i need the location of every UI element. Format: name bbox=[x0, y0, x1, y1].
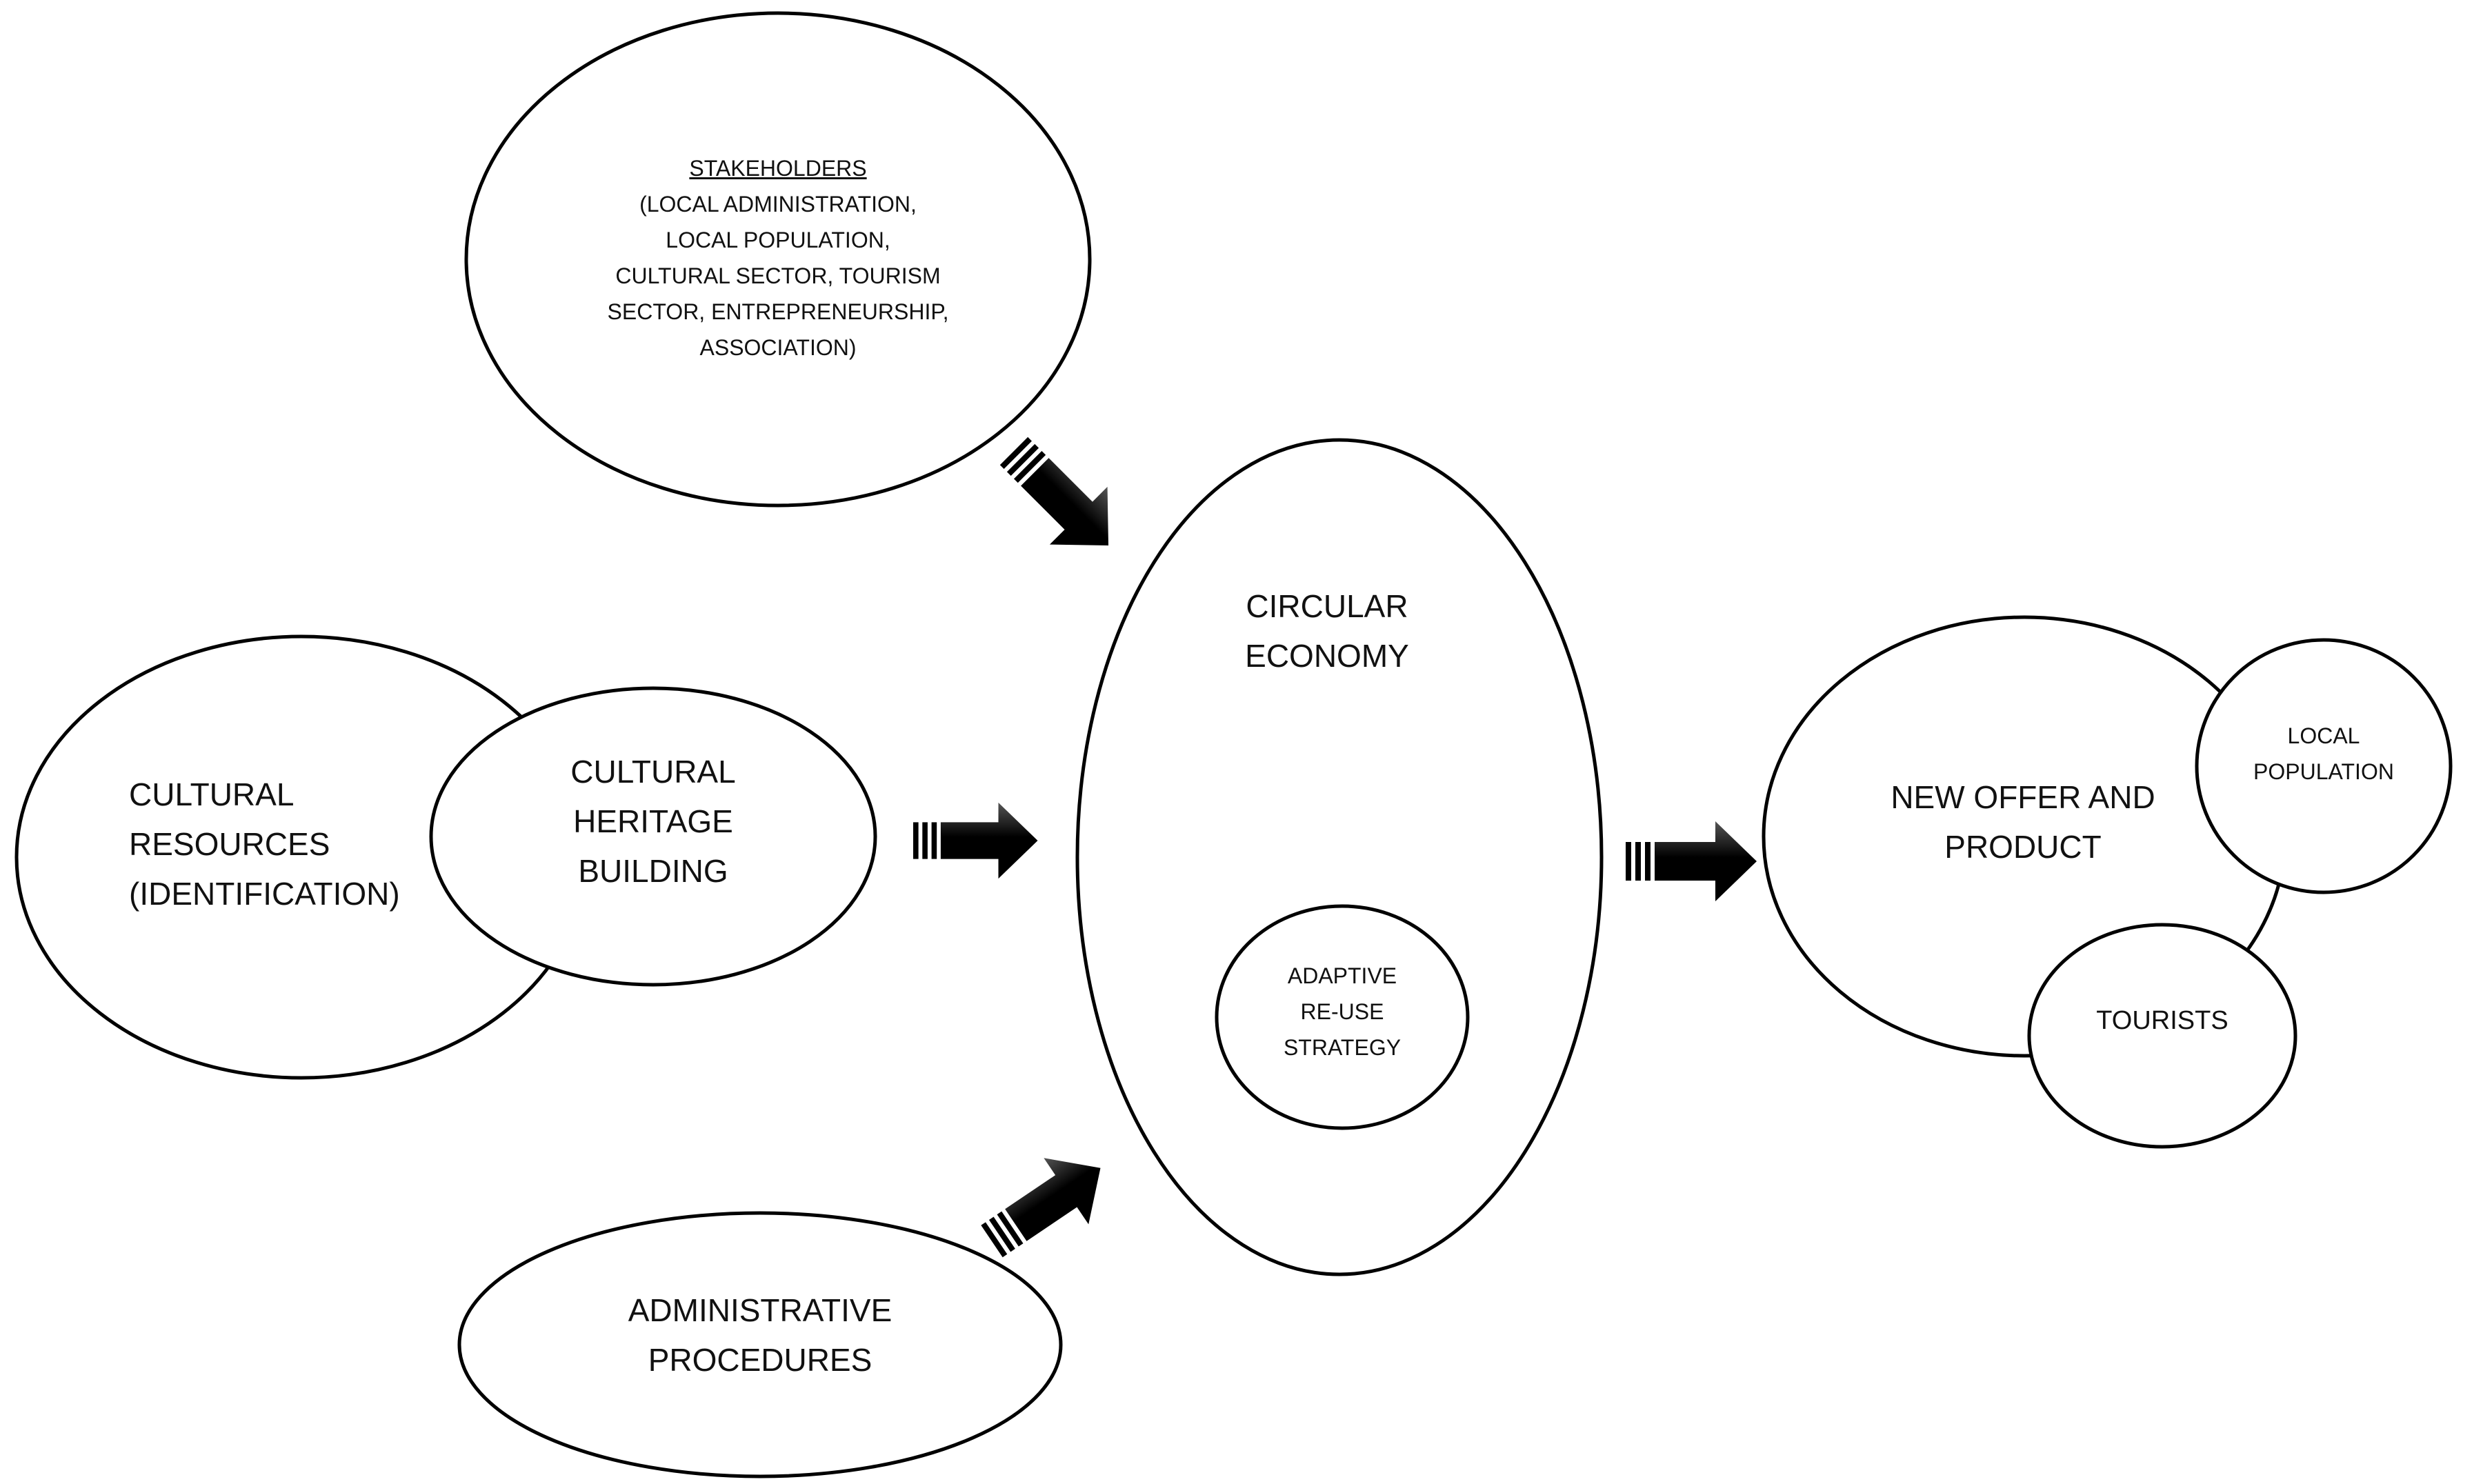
stakeholders-line: LOCAL POPULATION, bbox=[666, 228, 890, 252]
new-offer-line: PRODUCT bbox=[1944, 829, 2102, 865]
stakeholders-line: ASSOCIATION) bbox=[699, 335, 857, 360]
administrative-line: PROCEDURES bbox=[648, 1342, 872, 1378]
adaptive-reuse-line: STRATEGY bbox=[1283, 1035, 1402, 1060]
local-population-ellipse bbox=[2195, 638, 2453, 894]
local-population-line: POPULATION bbox=[2253, 759, 2394, 784]
stakeholders-line: SECTOR, ENTREPRENEURSHIP, bbox=[607, 299, 949, 324]
cultural-heritage-line: HERITAGE bbox=[573, 803, 733, 839]
arrow-to-new-offer bbox=[1626, 821, 1757, 901]
stakeholders-label: STAKEHOLDERS (LOCAL ADMINISTRATION, LOCA… bbox=[537, 150, 1019, 365]
adaptive-reuse-line: RE-USE bbox=[1300, 999, 1384, 1024]
cultural-heritage-line: CULTURAL bbox=[570, 754, 736, 790]
cultural-resources-line: CULTURAL bbox=[129, 776, 295, 812]
circular-economy-label: CIRCULAR ECONOMY bbox=[1189, 581, 1465, 681]
administrative-line: ADMINISTRATIVE bbox=[628, 1292, 893, 1328]
stakeholders-title: STAKEHOLDERS bbox=[689, 156, 867, 181]
cultural-heritage-ellipse bbox=[429, 686, 877, 987]
arrow-from-stakeholders bbox=[985, 422, 1137, 574]
cultural-resources-line: (IDENTIFICATION) bbox=[129, 876, 400, 912]
arrow-from-administrative bbox=[969, 1134, 1123, 1275]
stakeholders-ellipse bbox=[464, 11, 1092, 508]
cultural-resources-line: RESOURCES bbox=[129, 826, 330, 862]
local-population-line: LOCAL bbox=[2287, 723, 2360, 748]
cultural-resources-label: CULTURAL RESOURCES (IDENTIFICATION) bbox=[129, 770, 432, 919]
cultural-heritage-line: BUILDING bbox=[578, 853, 728, 889]
arrow-from-cultural-heritage bbox=[913, 802, 1038, 879]
tourists-label: TOURISTS bbox=[2059, 1002, 2266, 1040]
adaptive-reuse-ellipse bbox=[1215, 904, 1470, 1130]
circular-economy-line: CIRCULAR bbox=[1246, 588, 1408, 624]
circular-economy-ellipse bbox=[1075, 438, 1604, 1276]
cultural-heritage-label: CULTURAL HERITAGE BUILDING bbox=[532, 747, 774, 896]
adaptive-reuse-line: ADAPTIVE bbox=[1287, 963, 1397, 988]
tourists-ellipse bbox=[2027, 923, 2297, 1149]
tourists-text: TOURISTS bbox=[2096, 1006, 2228, 1035]
circular-economy-line: ECONOMY bbox=[1245, 638, 1409, 674]
adaptive-reuse-label: ADAPTIVE RE-USE STRATEGY bbox=[1239, 958, 1446, 1065]
stakeholders-line: CULTURAL SECTOR, TOURISM bbox=[615, 263, 941, 288]
new-offer-line: NEW OFFER AND bbox=[1891, 779, 2155, 815]
administrative-label: ADMINISTRATIVE PROCEDURES bbox=[574, 1285, 946, 1385]
local-population-label: LOCAL POPULATION bbox=[2220, 718, 2427, 790]
administrative-ellipse bbox=[457, 1211, 1063, 1478]
new-offer-label: NEW OFFER AND PRODUCT bbox=[1851, 772, 2195, 872]
stakeholders-line: (LOCAL ADMINISTRATION, bbox=[639, 192, 917, 217]
